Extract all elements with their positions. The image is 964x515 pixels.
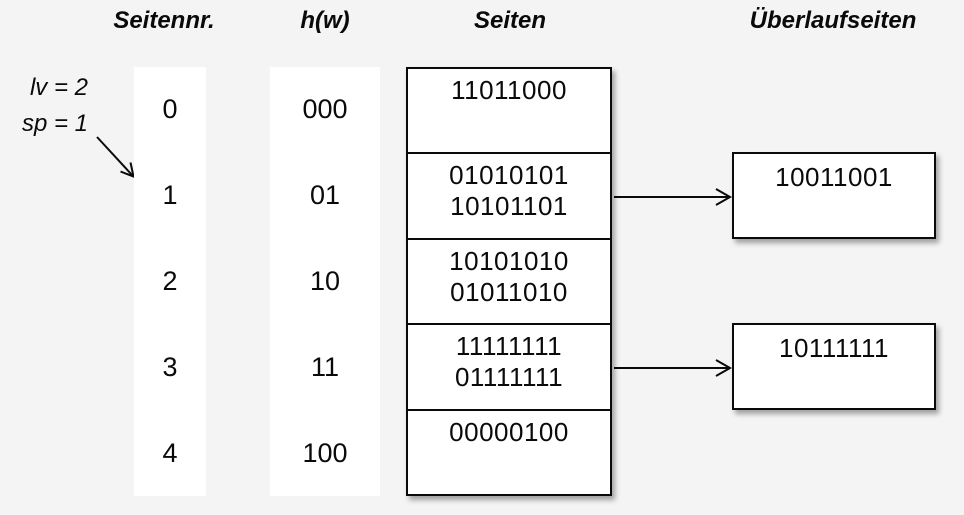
page-cell-0: 11011000	[408, 69, 610, 155]
level-value: lv = 2	[29, 74, 88, 101]
page-entry: 10101010	[449, 245, 569, 276]
state-annotation: lv = 2 sp = 1	[6, 70, 88, 142]
hash-value-1: 01	[309, 180, 341, 211]
hash-value-2: 10	[309, 265, 341, 296]
page-entry: 11111111	[455, 331, 563, 362]
page-entry: 01010101	[449, 160, 569, 191]
column-header-page-number: Seitennr.	[113, 7, 215, 34]
page-cell-1: 01010101 10101101	[408, 154, 610, 240]
column-header-pages: Seiten	[473, 7, 547, 34]
hash-value-0: 000	[302, 94, 348, 125]
page-entry: 10101101	[450, 191, 568, 222]
page-cell-3: 11111111 01111111	[408, 325, 610, 411]
split-pointer-value: sp = 1	[21, 110, 88, 137]
overflow-box-1: 10011001	[732, 152, 936, 239]
page-cell-4: 00000100	[408, 411, 610, 494]
page-number-1: 1	[162, 180, 178, 211]
page-cell-2: 10101010 01011010	[408, 240, 610, 326]
page-number-0: 0	[162, 94, 178, 125]
column-header-overflow-pages: Überlaufseiten	[749, 7, 917, 34]
page-entry: 01011010	[450, 276, 568, 307]
overflow-entry: 10011001	[775, 162, 893, 192]
page-number-column: 0 1 2 3 4	[134, 67, 206, 496]
page-entry: 01111111	[454, 362, 564, 393]
overflow-arrow-1-icon	[614, 188, 733, 206]
hash-value-3: 11	[310, 351, 340, 382]
page-number-3: 3	[162, 351, 178, 382]
page-number-4: 4	[162, 437, 178, 468]
pages-table: 11011000 01010101 10101101 10101010 0101…	[406, 67, 612, 496]
page-entry: 00000100	[449, 416, 569, 447]
split-pointer-arrow-icon	[96, 136, 135, 179]
overflow-entry: 10111111	[778, 333, 890, 363]
page-number-2: 2	[162, 265, 178, 296]
hash-value-column: 000 01 10 11 100	[270, 67, 380, 496]
column-header-hash-function: h(w)	[300, 7, 350, 34]
overflow-arrow-2-icon	[614, 359, 733, 377]
page-entry: 11011000	[451, 75, 567, 105]
overflow-box-2: 10111111	[732, 323, 936, 410]
hash-value-4: 100	[302, 437, 348, 468]
